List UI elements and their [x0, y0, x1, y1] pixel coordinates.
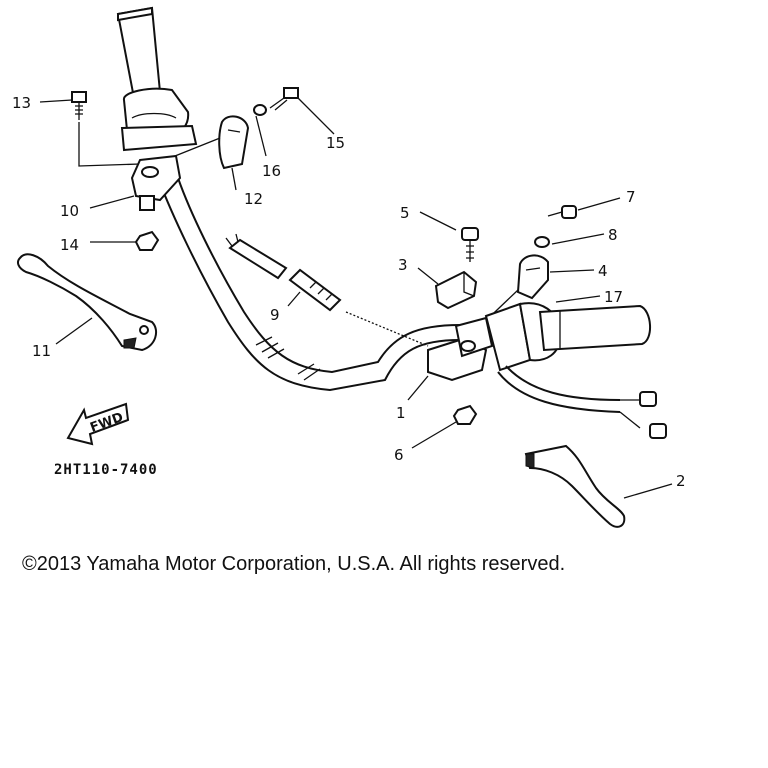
callout-3: 3	[398, 256, 408, 274]
nut-6	[452, 404, 478, 425]
handlebar-tube	[157, 177, 461, 392]
callout-8: 8	[608, 226, 618, 244]
callout-12: 12	[244, 190, 263, 208]
grip-17	[484, 302, 651, 372]
callout-14: 14	[60, 236, 79, 254]
callout-10: 10	[60, 202, 79, 220]
clamp-12	[218, 115, 250, 170]
leader-13-assembly	[78, 122, 141, 167]
callout-16: 16	[262, 162, 281, 180]
callout-13: 13	[12, 94, 31, 112]
callout-2: 2	[676, 472, 686, 490]
switch-cable-9	[225, 233, 429, 347]
callout-7: 7	[626, 188, 636, 206]
nut-14	[134, 230, 160, 251]
clamp-4	[516, 254, 549, 300]
callouts: 13 15 16 12 10 14 11 9 5 3 7 8 4 17 1 6 …	[12, 94, 686, 490]
drawing-code: 2HT110-7400	[54, 462, 158, 478]
bracket-10	[130, 154, 182, 211]
tube-clamp-bands	[255, 336, 321, 381]
screw-15	[269, 87, 299, 111]
callout-11: 11	[32, 342, 51, 360]
callout-1: 1	[396, 404, 406, 422]
lever-2	[524, 444, 626, 528]
switch-3	[434, 270, 478, 310]
lever-11	[17, 253, 158, 352]
callout-6: 6	[394, 446, 404, 464]
callout-17: 17	[604, 288, 623, 306]
copyright-notice: ©2013 Yamaha Motor Corporation, U.S.A. A…	[22, 553, 566, 575]
callout-4: 4	[598, 262, 608, 280]
leader-lines	[39, 97, 673, 499]
bolt-13	[71, 91, 87, 120]
callout-15: 15	[326, 134, 345, 152]
washer-8	[534, 236, 550, 248]
screw-7	[547, 205, 577, 219]
fwd-arrow: FWD	[66, 402, 130, 446]
callout-5: 5	[400, 204, 410, 222]
washer-16	[253, 104, 267, 116]
screw-5	[461, 227, 479, 262]
wiring-harness	[497, 365, 667, 439]
lever-holder-1	[427, 316, 494, 382]
left-grip	[116, 6, 198, 152]
callout-9: 9	[270, 306, 280, 324]
